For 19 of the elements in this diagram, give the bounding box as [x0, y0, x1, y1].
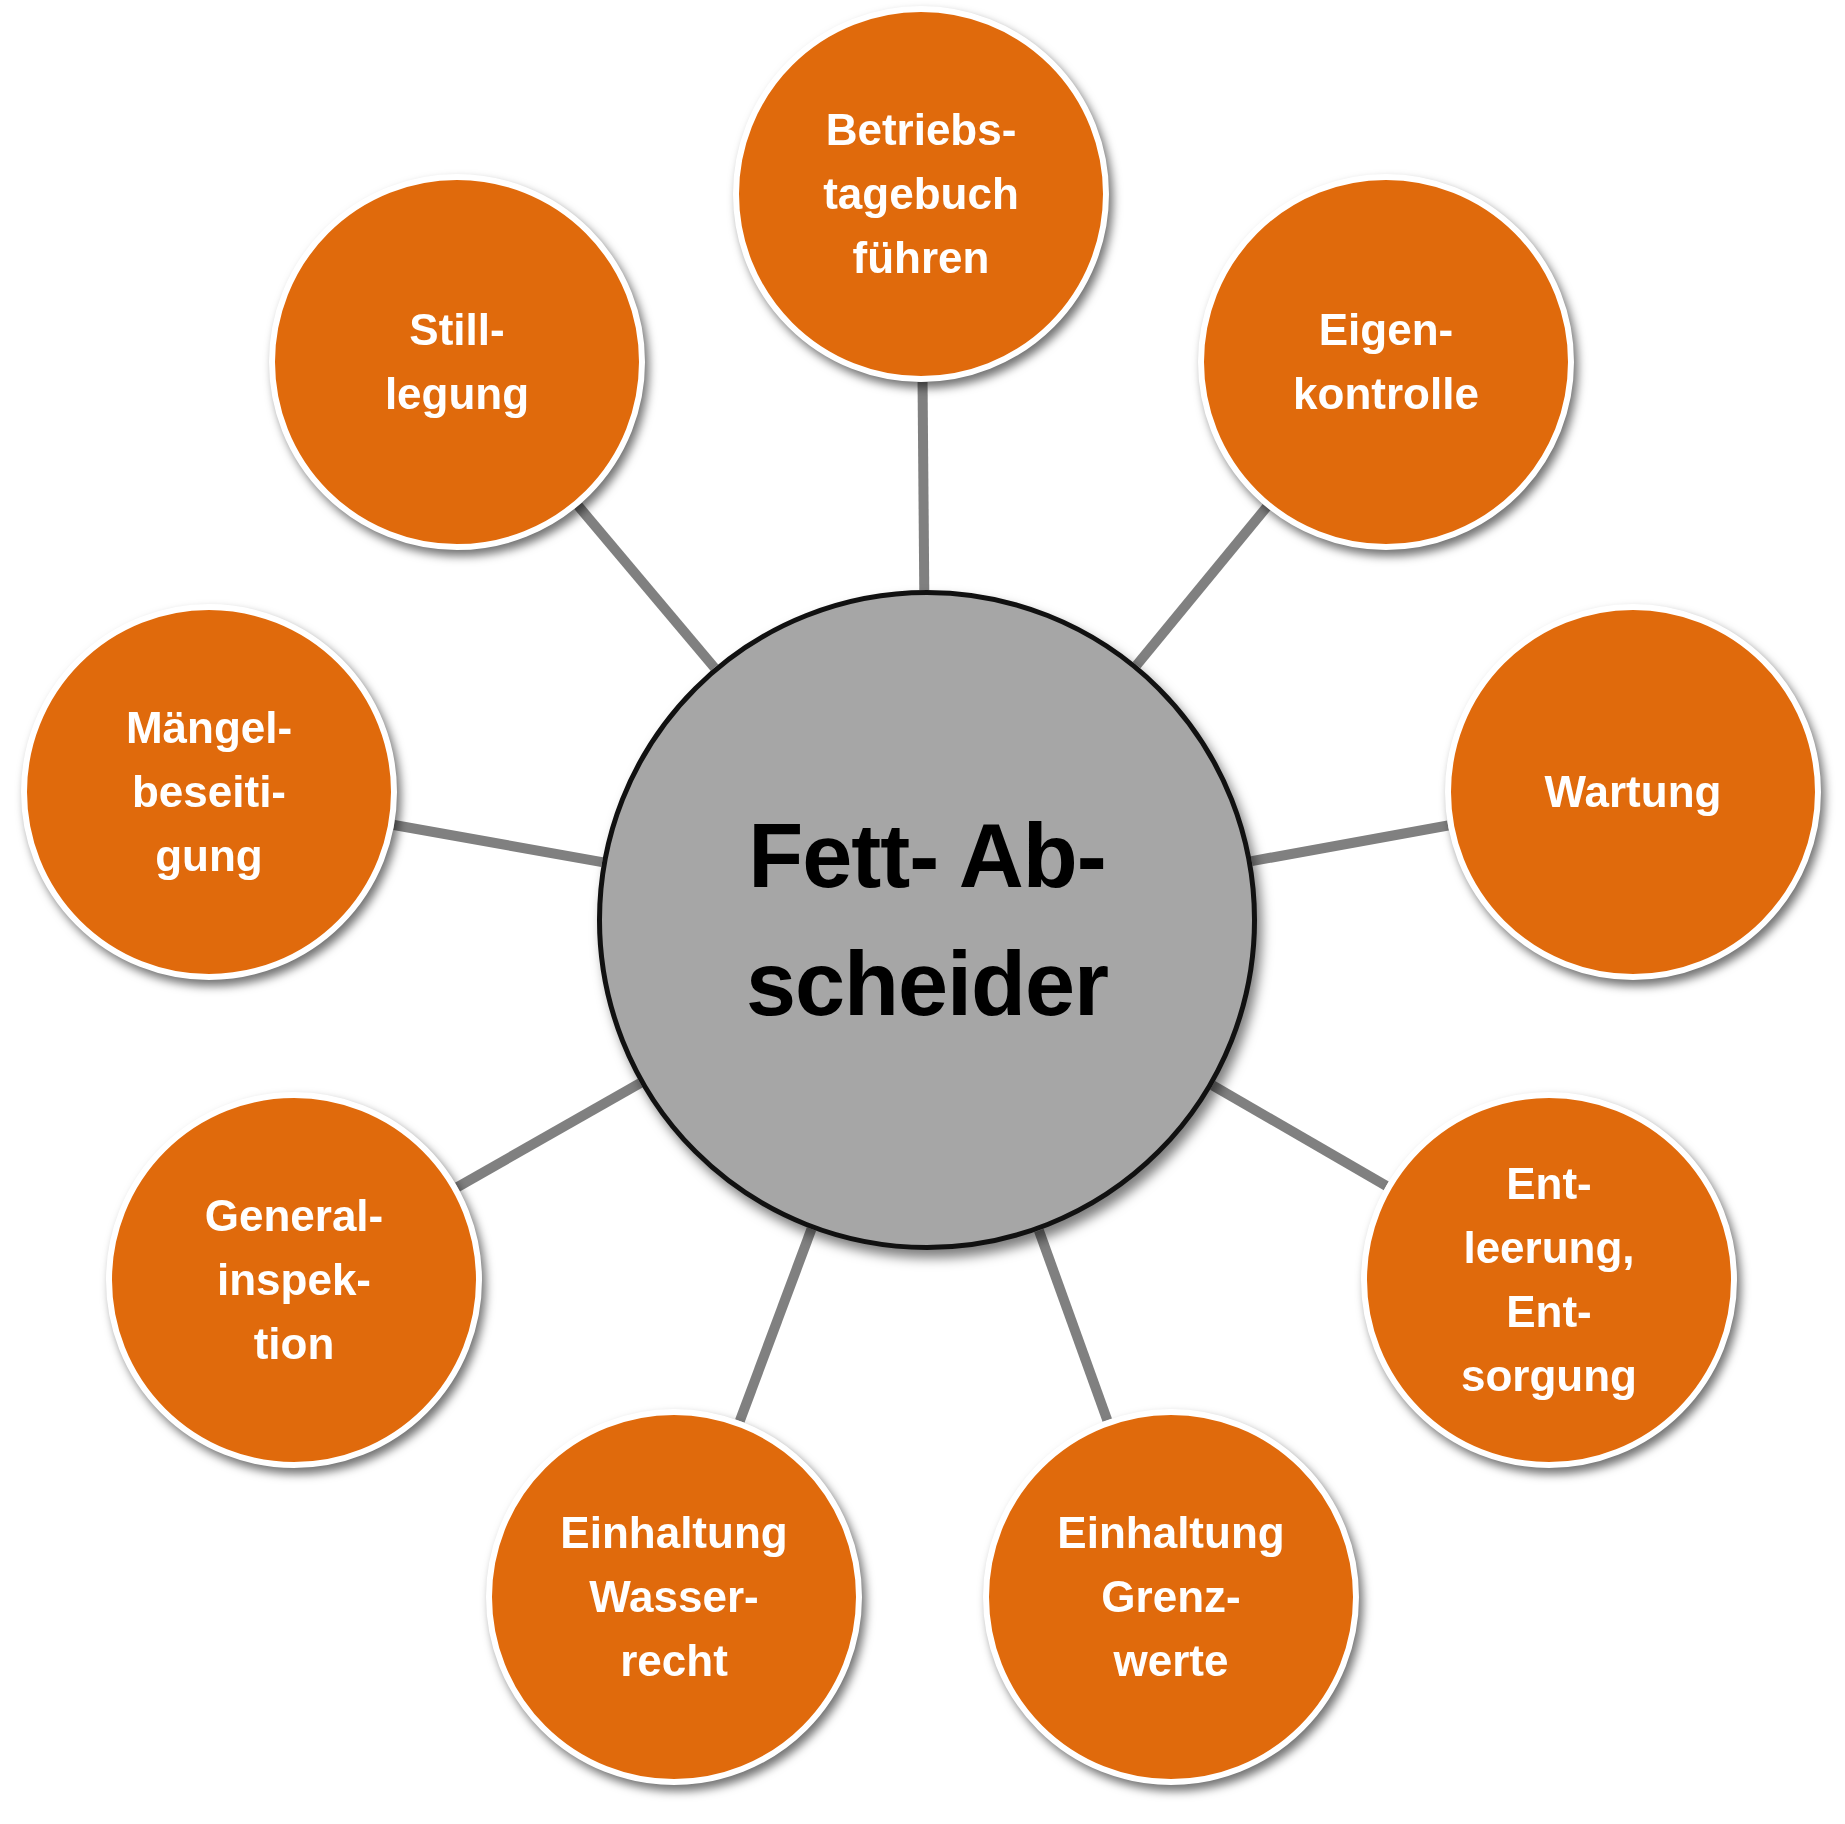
connector-line [1250, 820, 1449, 867]
node-label: Einhaltung Wasser- recht [560, 1507, 788, 1687]
node-label: General- inspek- tion [204, 1190, 384, 1370]
connector-line [917, 381, 930, 591]
connector-line [1210, 1081, 1389, 1191]
connector-line [574, 502, 719, 671]
connector-line [393, 820, 603, 867]
connector-line [454, 1078, 643, 1192]
node-label: Wartung [1544, 766, 1722, 818]
node-label: Eigen- kontrolle [1293, 304, 1479, 420]
node-label: Einhaltung Grenz- werte [1057, 1507, 1285, 1687]
node-label: Fett- Ab- scheider [745, 805, 1109, 1036]
connector-line [735, 1227, 817, 1423]
node-label: Still- legung [384, 304, 530, 420]
node-label: Ent- leerung, Ent- sorgung [1461, 1158, 1637, 1402]
connector-line [1034, 1228, 1112, 1422]
connector-line [1132, 504, 1271, 669]
node-label: Betriebs- tagebuch führen [823, 104, 1019, 284]
node-label: Mängel- beseiti- gung [125, 702, 293, 882]
